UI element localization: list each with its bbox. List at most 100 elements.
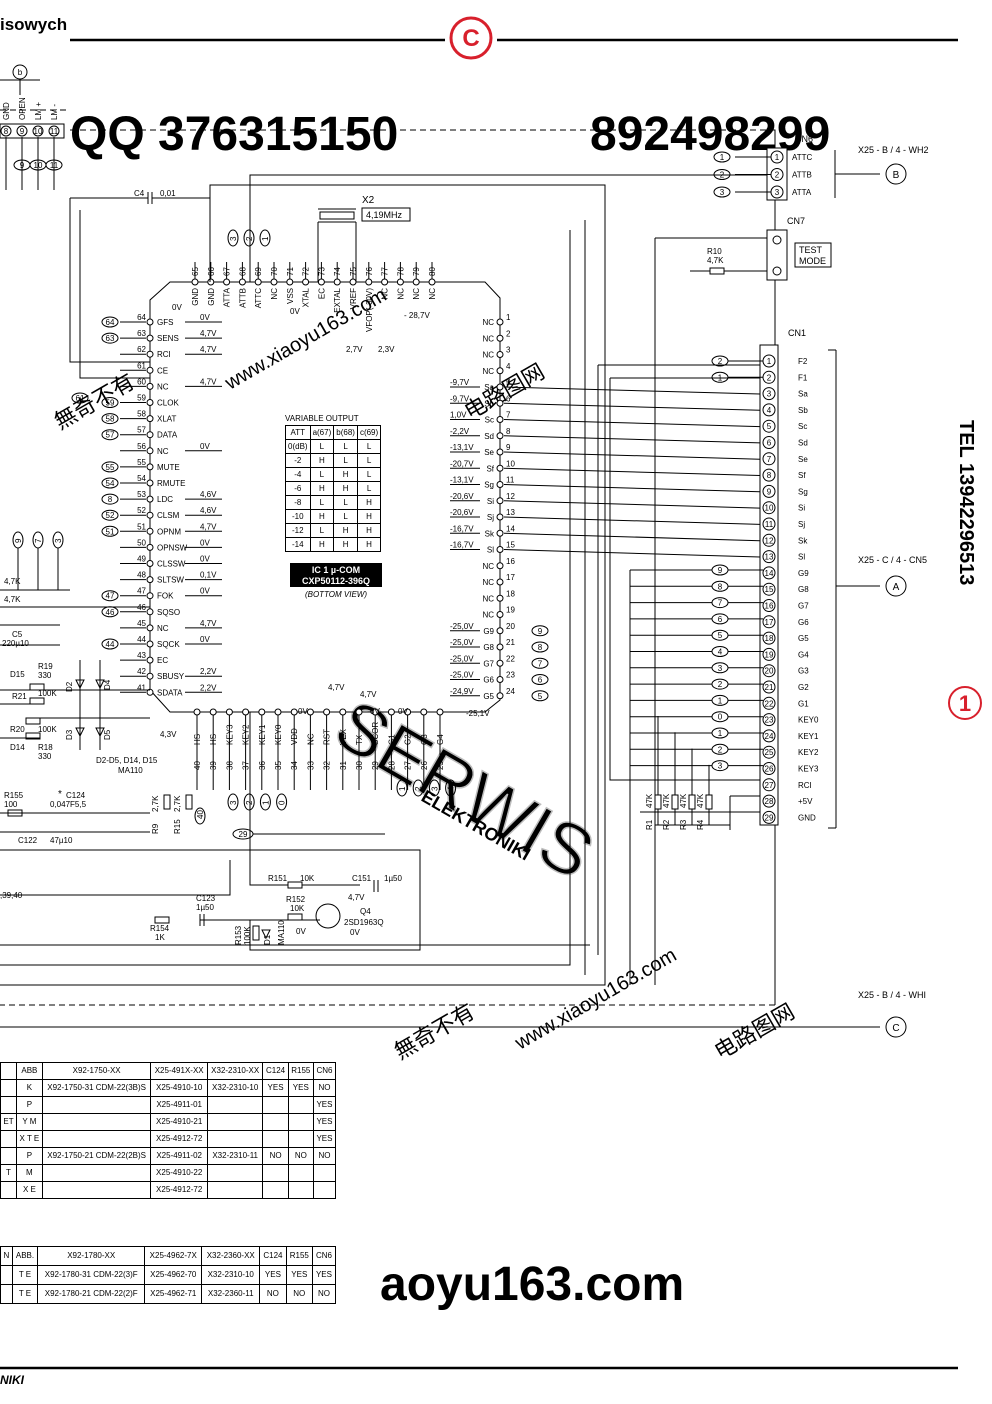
model-cell <box>0 1079 17 1097</box>
svg-text:2,7K: 2,7K <box>173 795 182 812</box>
ic-pin-voltage: -9,7V <box>450 394 470 403</box>
board-outline <box>0 109 776 1006</box>
ic-pin-57 <box>146 431 154 439</box>
ic-pin-num: 14 <box>506 524 515 533</box>
vo-cell: L <box>356 453 382 468</box>
ic-pin-2 <box>496 334 504 342</box>
ic-pin-53 <box>146 495 154 503</box>
left-ext-44 <box>101 638 119 650</box>
cn1-pin-name: KEY2 <box>798 748 819 757</box>
bottom-g-bubble <box>396 779 408 797</box>
svg-text:330: 330 <box>38 671 52 680</box>
left-ext-8 <box>101 493 119 505</box>
cn1-pin-name: Sk <box>798 536 808 545</box>
ic-pin-name: Sb <box>484 399 494 408</box>
right-ext-8-label: 8 <box>538 643 543 652</box>
cn1-pin-num: 13 <box>765 553 774 562</box>
model-cell <box>262 1181 289 1199</box>
ic-pin-num: 57 <box>137 426 146 435</box>
ic-pin-name: NC <box>270 288 279 300</box>
model-header: ABB <box>15 1062 43 1080</box>
svg-text:330: 330 <box>38 752 52 761</box>
svg-text:10K: 10K <box>300 874 315 883</box>
ic-pin-num: 19 <box>506 606 515 615</box>
ic-pin-74 <box>333 278 341 286</box>
svg-text:CN7: CN7 <box>787 216 805 226</box>
ic-pin-name: NC <box>412 288 421 300</box>
ic-pin-name: CLSSW <box>157 560 186 569</box>
cn1-pin-num: 26 <box>765 765 774 774</box>
model-cell <box>206 1181 264 1199</box>
svg-text:TEST: TEST <box>799 245 823 255</box>
ic-pin-num: 43 <box>137 651 146 660</box>
model-cell: YES <box>287 1079 314 1097</box>
cn1-pin-num: 8 <box>767 471 772 480</box>
svg-text:C124: C124 <box>66 791 86 800</box>
vo-cell: H <box>309 509 335 524</box>
ic-pin-name: NC <box>396 288 405 300</box>
cn1-pin-name: Sa <box>798 390 808 399</box>
left-ext-51 <box>101 525 119 537</box>
ic-pin-num: 59 <box>137 394 146 403</box>
ic-pin-voltage: -24,9V <box>450 687 474 696</box>
model-cell: X92-1780-31 CDM-22(3)F <box>37 1265 146 1285</box>
ic-pin-name: LDC <box>157 495 173 504</box>
svg-text:2,7K: 2,7K <box>151 795 160 812</box>
ic-pin-num: 15 <box>506 541 515 550</box>
ic-pin-40 <box>193 708 201 716</box>
ic-pin-voltage: -25,0V <box>450 654 474 663</box>
ic-pin-name: EXTAL <box>333 287 342 312</box>
left-ext-59-label: 59 <box>106 399 115 408</box>
model-header: X92-1780-XX <box>37 1246 146 1266</box>
ic-pin-12 <box>496 497 504 505</box>
ic-pin-name: SQSO <box>157 608 180 617</box>
cn6-ext-label: 1 <box>720 153 725 162</box>
ic-pin-67 <box>223 278 231 286</box>
ic-pin-name: SDATA <box>157 688 183 697</box>
ic-pin-name: NC <box>157 382 169 391</box>
watermark-number: 892498299 <box>590 108 830 161</box>
svg-text:B: B <box>893 170 900 181</box>
bottom-key-bubble <box>227 793 239 811</box>
vo-cell: L <box>333 453 358 468</box>
ic-pin-64 <box>146 318 154 326</box>
svg-text:C4: C4 <box>134 189 145 198</box>
watermark-cn1: 無奇不有 <box>50 369 139 435</box>
svg-text:4,7V: 4,7V <box>328 683 345 692</box>
svg-text:D5: D5 <box>103 729 112 740</box>
svg-text:1µ50: 1µ50 <box>196 903 215 912</box>
svg-text:1µ50: 1µ50 <box>384 874 403 883</box>
model-cell: X32-2310-10 <box>201 1265 261 1285</box>
ic-pin-voltage: 1,0V <box>450 411 467 420</box>
model-cell <box>0 1147 17 1165</box>
cn1-pin-name: G6 <box>798 618 809 627</box>
ic-pin-18 <box>496 594 504 602</box>
right-ext-9 <box>531 625 549 637</box>
model-header: X25-491X-XX <box>150 1062 208 1080</box>
svg-text:4,19MHz: 4,19MHz <box>366 210 403 220</box>
cn1-pin-19 <box>762 647 776 661</box>
bottom-g-label: 3 <box>430 786 439 791</box>
cn1-pin-num: 16 <box>765 602 774 611</box>
cn1-pin-14 <box>762 566 776 580</box>
left-ext-54-label: 54 <box>106 479 115 488</box>
cn1-pin-name: G5 <box>798 634 809 643</box>
cn1-pin-name: +5V <box>798 797 813 806</box>
top-left-pin-num: 9 <box>20 127 25 136</box>
cn1-pin-name: RCI <box>798 781 812 790</box>
bottom-g-label: 1 <box>398 786 407 791</box>
ic-pin-56 <box>146 447 154 455</box>
top-ext-label: 3 <box>229 236 238 241</box>
ic-pin-19 <box>496 611 504 618</box>
ic-pin-59 <box>146 399 154 406</box>
ic-pin-num: 22 <box>506 654 515 663</box>
watermark-tel: TEL 13942296513 <box>955 420 977 585</box>
ic-pin-8 <box>496 432 504 440</box>
ic-pin-77 <box>381 278 389 286</box>
ic-pin-21 <box>496 643 504 651</box>
model-cell: P <box>15 1096 43 1114</box>
section-badge-circle <box>449 16 493 60</box>
cn1-pin-num: 19 <box>765 650 774 659</box>
